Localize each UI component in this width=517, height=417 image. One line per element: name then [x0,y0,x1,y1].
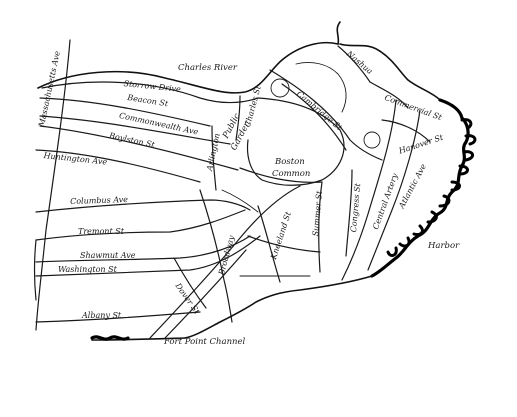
road-kneeland-st [247,235,321,253]
label-tremont-st: Tremont St [78,227,124,236]
road-mass-ave-south [33,239,37,301]
road-cambridge-st-inner [281,83,347,151]
fort-point-channel-edge [90,335,130,341]
road-park-plaza [221,189,259,213]
road-southeast-expressway-b [164,249,247,339]
road-atlantic-ave [367,109,421,271]
label-harbor: Harbor [428,241,460,251]
road-washington-st [35,235,261,277]
road-tremont-st [35,209,246,241]
road-massachusetts-ave [35,39,71,331]
road-commercial-st [369,81,409,109]
road-charles-st [235,95,241,141]
road-storrow-drive [41,81,259,104]
road-albany-st [35,311,201,323]
road-southeast-expressway [149,185,301,339]
road-dover-st [173,257,207,309]
label-charles-river: Charles River [178,63,237,73]
road-huntington-ave [35,149,201,183]
road-north-station-loop [295,62,347,113]
label-boston-common-2: Common [272,169,311,179]
label-albany-st: Albany St [82,311,122,320]
road-charles-circle [270,78,290,98]
north-end-shoreline [336,21,441,101]
charles-river-shoreline [37,41,339,94]
label-fort-point-channel: Fort Point Channel [164,337,246,347]
road-broadway [199,189,233,323]
south-shoreline [91,337,186,341]
road-common-south [239,167,323,183]
road-arlington-st [211,125,217,191]
harbor-wharves [386,118,477,257]
road-shawmut-ave [35,235,251,263]
road-congress-st [345,169,353,257]
fort-point-shoreline [184,275,373,339]
road-cambridge-st [269,69,383,161]
road-summer-st [318,181,323,273]
road-boylston-st [39,125,239,171]
road-scollay-circle [363,131,381,149]
road-columbus-ave [35,199,251,213]
road-nashua-st [337,45,371,83]
road-beacon-st [39,97,211,127]
label-washington-st: Washington St [58,265,117,274]
label-boston-common-1: Boston [275,157,305,167]
road-kneeland-diag [257,205,281,283]
road-hanover-st [381,119,431,143]
road-central-artery [341,99,397,281]
label-shawmut-ave: Shawmut Ave [80,251,136,260]
